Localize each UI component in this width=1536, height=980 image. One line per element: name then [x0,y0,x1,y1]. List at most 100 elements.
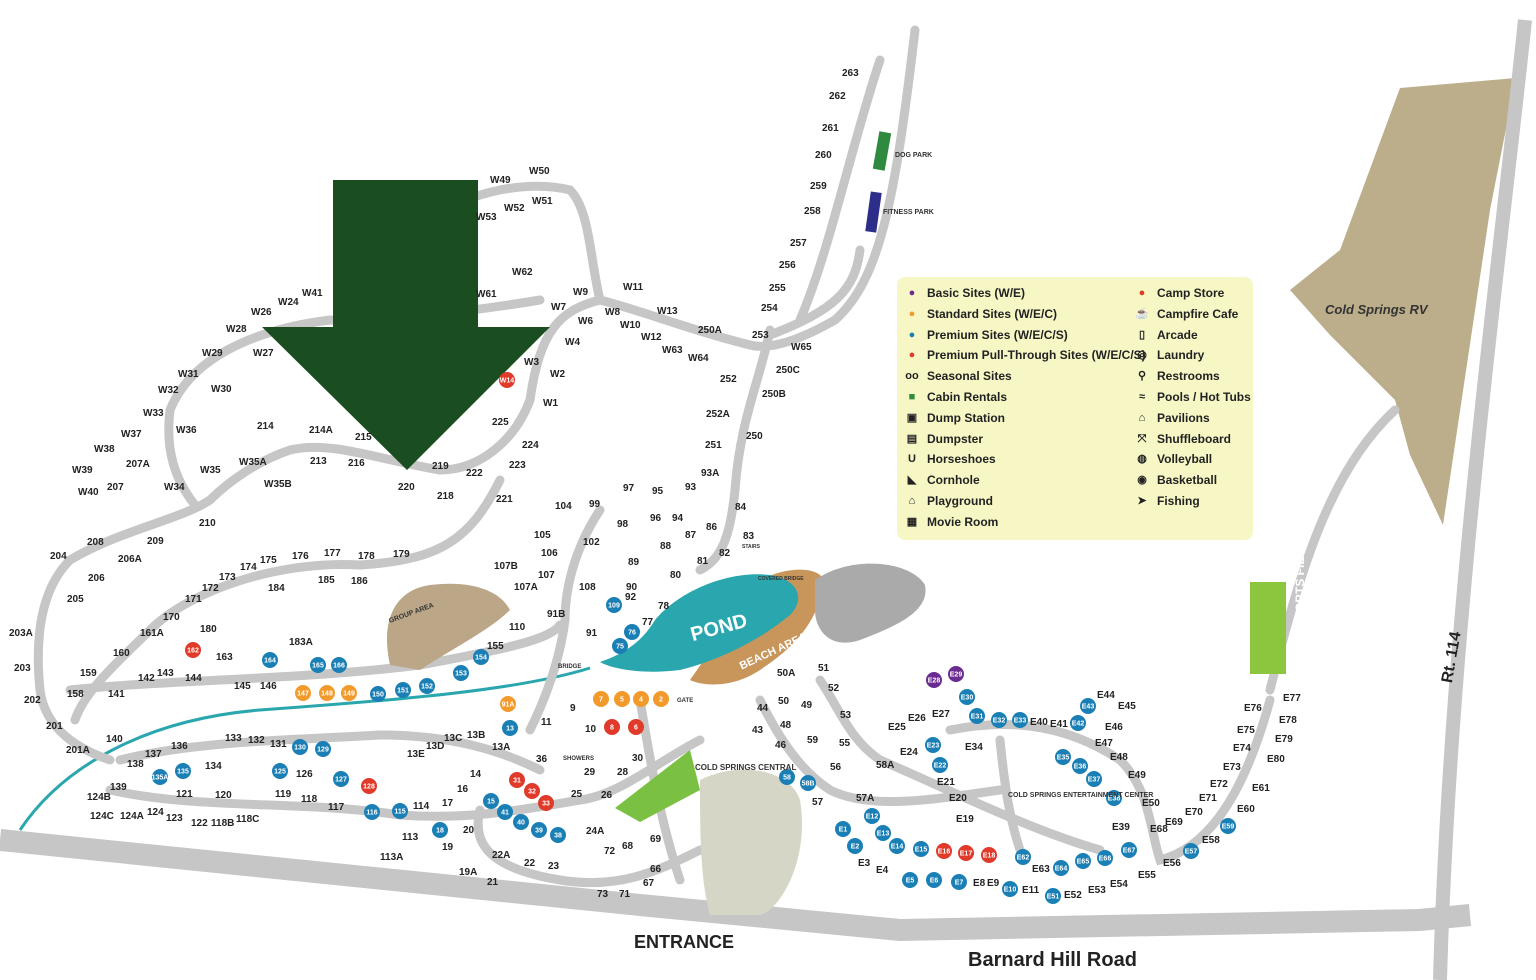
site-marker-pullthrough[interactable]: 31 [509,772,525,788]
site-marker-circle [152,769,168,785]
site-marker-premium[interactable]: 130 [292,739,308,755]
site-number-label: 84 [735,502,747,513]
site-marker-pullthrough[interactable]: E16 [936,843,952,859]
site-marker-premium[interactable]: E43 [1080,698,1096,714]
site-marker-premium[interactable]: E31 [969,708,985,724]
site-marker-premium[interactable]: 15 [483,793,499,809]
site-marker-premium[interactable]: 165 [310,657,326,673]
site-marker-pullthrough[interactable]: E17 [958,845,974,861]
site-number-label: 178 [358,551,375,562]
site-marker-pullthrough[interactable]: 6 [628,719,644,735]
site-marker-premium[interactable]: 152 [419,678,435,694]
site-number-label: 206 [88,573,105,584]
site-number-label: 203 [14,663,31,674]
site-marker-premium[interactable]: 135 [175,763,191,779]
site-marker-premium[interactable]: 125 [272,763,288,779]
site-marker-premium[interactable]: 150 [370,686,386,702]
site-number-label: 222 [466,468,483,479]
site-marker-pullthrough[interactable]: 8 [604,719,620,735]
site-number-label: W37 [121,429,142,440]
site-marker-premium[interactable]: 164 [262,652,278,668]
site-marker-premium[interactable]: E64 [1053,860,1069,876]
site-marker-pullthrough[interactable]: 33 [538,795,554,811]
site-marker-basic[interactable]: E28 [926,672,942,688]
site-marker-premium[interactable]: E59 [1220,818,1236,834]
legend-label: Campfire Cafe [1157,306,1239,321]
site-marker-standard[interactable]: 2 [653,691,669,707]
site-marker-premium[interactable]: E36 [1072,758,1088,774]
site-marker-premium[interactable]: 127 [333,771,349,787]
site-number-label: E26 [908,713,926,724]
site-number-label: 113A [380,852,403,863]
site-marker-premium[interactable]: E15 [913,841,929,857]
site-marker-premium[interactable]: 135A [152,769,169,785]
site-marker-premium[interactable]: 58 [779,769,795,785]
site-marker-premium[interactable]: 109 [606,597,622,613]
site-marker-premium[interactable]: E22 [932,757,948,773]
site-marker-premium[interactable]: E5 [902,872,918,888]
site-marker-premium[interactable]: E51 [1045,888,1061,904]
site-marker-pullthrough[interactable]: 128 [361,778,377,794]
site-marker-premium[interactable]: E35 [1055,749,1071,765]
site-marker-premium[interactable]: E14 [889,838,905,854]
site-marker-premium[interactable]: 116 [364,804,380,820]
site-marker-premium[interactable]: 38 [550,827,566,843]
site-marker-premium[interactable]: 115 [392,803,408,819]
site-marker-pullthrough[interactable]: 162 [185,642,201,658]
site-marker-premium[interactable]: 76 [624,624,640,640]
site-marker-premium[interactable]: E7 [951,874,967,890]
site-marker-premium[interactable]: 153 [453,665,469,681]
site-marker-standard[interactable]: 7 [593,691,609,707]
site-number-label: 263 [842,68,859,79]
site-marker-standard[interactable]: 4 [633,691,649,707]
site-marker-premium[interactable]: E38 [1106,790,1122,806]
site-number-label: 67 [643,878,655,889]
site-marker-premium[interactable]: 151 [395,682,411,698]
site-marker-standard[interactable]: 91A [500,696,516,712]
site-marker-premium[interactable]: 166 [331,657,347,673]
site-marker-premium[interactable]: E42 [1070,715,1086,731]
site-marker-premium[interactable]: E57 [1183,843,1199,859]
site-marker-premium[interactable]: 39 [531,822,547,838]
site-marker-premium[interactable]: E6 [926,872,942,888]
site-marker-premium[interactable]: E1 [835,821,851,837]
site-marker-circle [624,624,640,640]
site-marker-pullthrough[interactable]: W14 [499,372,515,388]
site-marker-standard[interactable]: 149 [341,685,357,701]
site-number-label: 29 [584,767,596,778]
site-marker-premium[interactable]: 41 [497,804,513,820]
site-number-label: 36 [536,754,548,765]
site-marker-premium[interactable]: E62 [1015,849,1031,865]
site-marker-premium[interactable]: 18 [432,822,448,838]
site-marker-pullthrough[interactable]: 32 [524,783,540,799]
site-marker-premium[interactable]: E32 [991,712,1007,728]
site-marker-premium[interactable]: E2 [847,838,863,854]
site-marker-premium[interactable]: E65 [1075,853,1091,869]
site-marker-standard[interactable]: 5 [614,691,630,707]
site-marker-premium[interactable]: E30 [959,689,975,705]
site-marker-premium[interactable]: E12 [864,808,880,824]
site-marker-premium[interactable]: 58B [800,775,816,791]
site-marker-standard[interactable]: 147 [295,685,311,701]
site-marker-premium[interactable]: 129 [315,741,331,757]
site-marker-premium[interactable]: E37 [1086,771,1102,787]
site-marker-premium[interactable]: E67 [1121,842,1137,858]
site-number-label: 105 [534,530,551,541]
site-marker-premium[interactable]: E33 [1012,712,1028,728]
site-number-label: 202 [24,695,41,706]
site-marker-premium[interactable]: E13 [875,825,891,841]
site-marker-standard[interactable]: 148 [319,685,335,701]
site-marker-premium[interactable]: 13 [502,720,518,736]
site-marker-premium[interactable]: E23 [925,737,941,753]
site-number-label: E54 [1110,879,1128,890]
site-marker-premium[interactable]: 40 [513,814,529,830]
legend-item: ⤧Shuffleboard [1135,432,1231,446]
site-marker-premium[interactable]: E10 [1002,881,1018,897]
site-marker-premium[interactable]: 75 [612,638,628,654]
site-marker-premium[interactable]: 154 [473,649,489,665]
site-marker-pullthrough[interactable]: E18 [981,847,997,863]
site-marker-premium[interactable]: E66 [1097,850,1113,866]
site-number-label: 207 [107,482,124,493]
site-number-label: 203A [9,628,33,639]
site-marker-basic[interactable]: E29 [948,666,964,682]
